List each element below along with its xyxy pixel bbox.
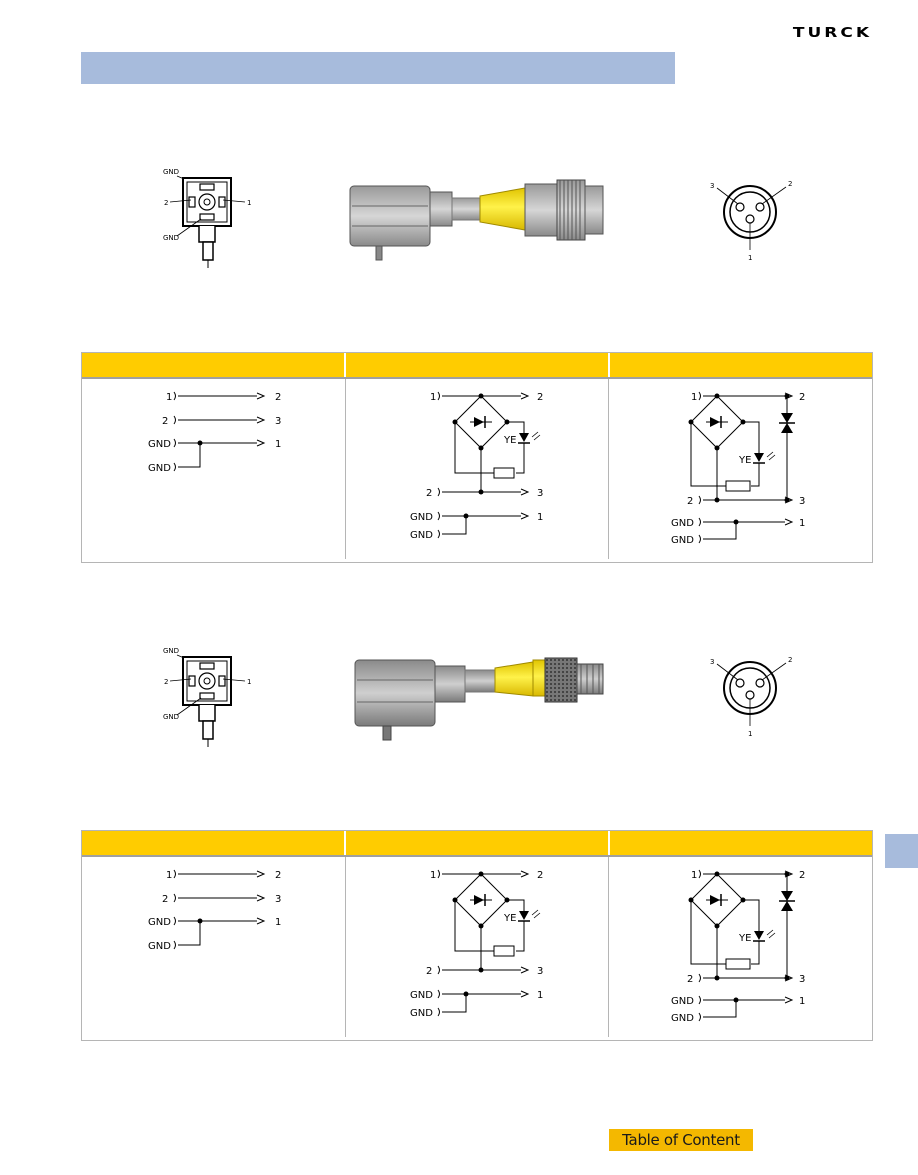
wire-2-out-label: 3 <box>799 974 805 985</box>
wire-1-out-label: 2 <box>537 392 543 403</box>
gnd-2-label: GND <box>148 463 171 474</box>
wiring-table-header <box>82 353 872 379</box>
led-yellow-label: YE <box>738 455 751 466</box>
wiring-diagram-bridge: 1 2 YE 2 3 GND 1 GND <box>410 391 543 541</box>
gnd-out-label: 1 <box>275 917 281 928</box>
wire-2-out-label: 3 <box>799 496 805 507</box>
gnd-out-label: 1 <box>537 512 543 523</box>
gnd-top-label: GND <box>163 647 179 655</box>
receptacle-face-drawing: 3 2 1 <box>710 656 792 738</box>
wire-1-in-label: 1 <box>691 870 697 881</box>
led-yellow-label: YE <box>738 933 751 944</box>
receptacle-pin-1-label: 1 <box>748 254 752 262</box>
wire-1-out-label: 2 <box>275 392 281 403</box>
table-of-content-link[interactable]: Table of Content <box>609 1129 753 1151</box>
cable-photo-1 <box>349 179 604 261</box>
gnd-2-label: GND <box>671 1013 694 1024</box>
wire-1-in-label: 1 <box>430 870 436 881</box>
receptacle-face-1: 3 2 1 <box>702 178 802 272</box>
wire-1-out-label: 2 <box>799 870 805 881</box>
turck-logo: TURCK <box>792 25 872 41</box>
wiring-diagram-plain: 1 2 2 3 GND 1 GND <box>148 869 281 952</box>
receptacle-face-2: 3 2 1 <box>702 654 802 748</box>
wire-2-out-label: 3 <box>537 966 543 977</box>
connector-face-2: GND 2 1 GND <box>163 643 273 767</box>
wiring-cell-bridge-tvs: 1 2 YE 2 3 GND 1 GND <box>609 857 872 1037</box>
gnd-2-label: GND <box>148 941 171 952</box>
wire-1-out-label: 2 <box>275 870 281 881</box>
gnd-out-label: 1 <box>799 518 805 529</box>
wire-2-in-label: 2 <box>687 974 693 985</box>
led-yellow-label: YE <box>503 913 516 924</box>
wiring-diagram-plain: 1 2 2 3 GND 1 GND <box>148 391 281 474</box>
wire-2-in-label: 2 <box>687 496 693 507</box>
wire-2-in-label: 2 <box>426 488 432 499</box>
wiring-cell-bridge: 1 2 YE 2 3 GND 1 GND <box>346 379 610 559</box>
wire-2-in-label: 2 <box>162 894 168 905</box>
wiring-diagram-bridge-tvs: 1 2 YE 2 3 GND 1 GND <box>671 391 806 546</box>
led-yellow-label: YE <box>503 435 516 446</box>
wire-1-in-label: 1 <box>691 392 697 403</box>
gnd-out-label: 1 <box>537 990 543 1001</box>
gnd-1-label: GND <box>671 996 694 1007</box>
wire-1-in-label: 1 <box>166 870 172 881</box>
gnd-2-label: GND <box>410 1008 433 1019</box>
wiring-cell-plain: 1 2 2 3 GND 1 GND <box>82 379 346 559</box>
gnd-1-label: GND <box>410 512 433 523</box>
pin-left-label: 2 <box>164 678 168 686</box>
gnd-1-label: GND <box>671 518 694 529</box>
wiring-table-2: 1 2 2 3 GND 1 GND 1 2 YE 2 <box>81 830 873 1041</box>
gnd-2-label: GND <box>671 535 694 546</box>
gnd-1-label: GND <box>410 990 433 1001</box>
wire-2-out-label: 3 <box>275 894 281 905</box>
wire-1-in-label: 1 <box>430 392 436 403</box>
gnd-out-label: 1 <box>275 439 281 450</box>
gnd-1-label: GND <box>148 439 171 450</box>
cable-photo-2 <box>354 657 604 741</box>
chapter-side-tab[interactable] <box>885 834 918 868</box>
wire-1-out-label: 2 <box>537 870 543 881</box>
wire-2-in-label: 2 <box>426 966 432 977</box>
gnd-out-label: 1 <box>799 996 805 1007</box>
wire-2-out-label: 3 <box>537 488 543 499</box>
wire-1-in-label: 1 <box>166 392 172 403</box>
connector-face-drawing: GND 2 1 GND <box>163 647 251 747</box>
wiring-table-1: 1 2 2 3 GND 1 GND 1 2 YE 2 <box>81 352 873 563</box>
receptacle-pin-2-label: 2 <box>788 656 792 664</box>
pin-right-label: 1 <box>247 199 251 207</box>
connector-face-drawing: GND 2 1 GND <box>163 168 251 268</box>
wiring-cell-plain: 1 2 2 3 GND 1 GND <box>82 857 346 1037</box>
receptacle-pin-2-label: 2 <box>788 180 792 188</box>
wire-2-in-label: 2 <box>162 416 168 427</box>
receptacle-pin-3-label: 3 <box>710 182 714 190</box>
wiring-diagram-bridge-tvs: 1 2 YE 2 3 GND 1 GND <box>671 869 806 1024</box>
receptacle-pin-3-label: 3 <box>710 658 714 666</box>
wire-1-out-label: 2 <box>799 392 805 403</box>
gnd-top-label: GND <box>163 168 179 176</box>
wiring-cell-bridge-tvs: 1 2 YE 2 3 GND 1 GND <box>609 379 872 559</box>
pin-left-label: 2 <box>164 199 168 207</box>
gnd-1-label: GND <box>148 917 171 928</box>
wiring-cell-bridge: 1 2 YE 2 3 GND 1 GND <box>346 857 610 1037</box>
receptacle-pin-1-label: 1 <box>748 730 752 738</box>
pin-right-label: 1 <box>247 678 251 686</box>
wiring-table-header <box>82 831 872 857</box>
gnd-bottom-label: GND <box>163 713 179 721</box>
receptacle-face-drawing: 3 2 1 <box>710 180 792 262</box>
connector-face-1: GND 2 1 GND <box>163 164 273 288</box>
wire-2-out-label: 3 <box>275 416 281 427</box>
section-header-bar <box>81 52 675 84</box>
gnd-2-label: GND <box>410 530 433 541</box>
gnd-bottom-label: GND <box>163 234 179 242</box>
wiring-diagram-bridge: 1 2 YE 2 3 GND 1 GND <box>410 869 543 1019</box>
